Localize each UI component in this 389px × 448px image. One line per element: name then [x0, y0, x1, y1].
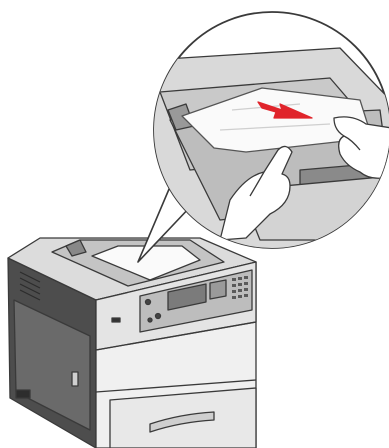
- zoomed-view: [150, 48, 389, 260]
- panel-button: [146, 300, 151, 305]
- usb-port: [112, 318, 120, 322]
- printer-icon: [8, 238, 256, 448]
- panel-button: [148, 318, 152, 322]
- nav-pad: [210, 280, 226, 299]
- panel-button: [156, 314, 161, 319]
- printer-foot: [16, 390, 30, 398]
- magnifier-bubble-icon: [138, 12, 389, 262]
- side-door-handle: [72, 372, 78, 386]
